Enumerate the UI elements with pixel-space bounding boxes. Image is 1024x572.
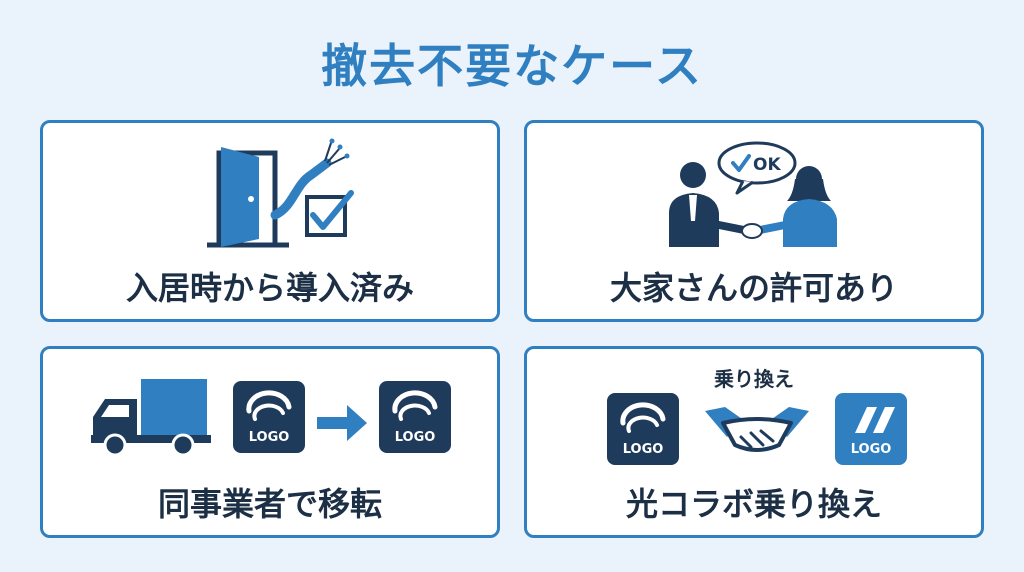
card-landlord-permission: OK 大家さんの許可あり: [524, 120, 984, 322]
card-landlord-permission-label: 大家さんの許可あり: [609, 269, 898, 307]
bubble-ok-text: OK: [753, 155, 781, 175]
handshake-people-icon: OK: [669, 141, 837, 247]
card-preinstalled-label: 入居時から導入済み: [125, 269, 414, 307]
switch-caption: 乗り換え: [714, 367, 794, 391]
handshake-switch-icon: LOGO LOGO: [607, 393, 907, 465]
page-title: 撤去不要なケース: [321, 39, 703, 93]
logo-right-text: LOGO: [851, 442, 892, 457]
logo-1-text: LOGO: [249, 430, 290, 445]
door-fiber-check-icon: [207, 138, 354, 248]
logo-2-text: LOGO: [395, 430, 436, 445]
card-preinstalled: 入居時から導入済み: [40, 120, 500, 322]
truck-logo-move-icon: LOGO LOGO: [91, 379, 451, 457]
card-hikari-collab-switch-label: 光コラボ乗り換え: [625, 485, 882, 523]
card-same-provider-move: LOGO LOGO 同事業者で移転: [40, 346, 500, 538]
card-same-provider-move-label: 同事業者で移転: [157, 485, 382, 523]
card-hikari-collab-switch: 乗り換え LOGO LOGO 光コラボ乗り換え: [524, 346, 984, 538]
logo-left-text: LOGO: [623, 442, 664, 457]
